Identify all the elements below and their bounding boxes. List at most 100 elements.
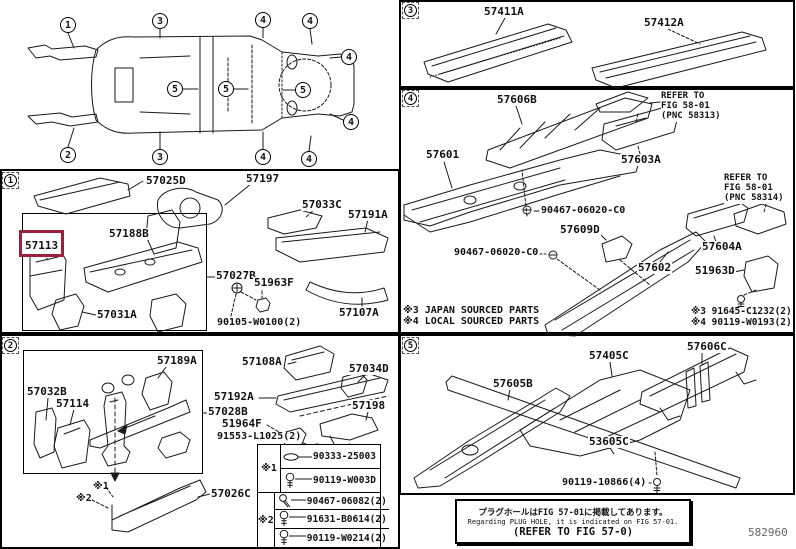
section5-box (399, 334, 795, 495)
refer2-line2: FIG 58-01 (724, 182, 773, 193)
overview-callout-4b: 4 (302, 13, 318, 29)
section3-number: 3 (404, 4, 417, 17)
refer1-line3: (PNC 58313) (661, 110, 721, 121)
part-label-57197[interactable]: 57197 (245, 172, 281, 185)
part-label-57189a[interactable]: 57189A (156, 354, 198, 367)
table-row: 90333-25003 (281, 445, 380, 468)
part-label-57605b[interactable]: 57605B (492, 377, 534, 390)
overview-callout-5a: 5 (167, 81, 183, 97)
section1-marker: 1 (2, 172, 19, 189)
mark-ref-2: ※2 (76, 493, 92, 504)
part-label-57113[interactable]: 57113 (25, 239, 59, 252)
part-label-51963f[interactable]: 51963F (253, 276, 295, 289)
section5-drawing (413, 347, 757, 494)
section2-marker: 2 (2, 337, 19, 354)
part-label-57026c[interactable]: 57026C (210, 487, 252, 500)
bolt-icon (277, 529, 307, 547)
screw-icon (277, 493, 307, 509)
part-label-57033c[interactable]: 57033C (301, 198, 343, 211)
part-label-51963d[interactable]: 51963D (694, 264, 736, 277)
overview-callout-4e: 4 (255, 149, 271, 165)
section2-number: 2 (4, 339, 17, 352)
part-label-57025d[interactable]: 57025D (145, 174, 187, 187)
plug-hole-note-box: プラグホールはFIG 57-01に掲載してあります。 Regarding PLU… (455, 499, 691, 544)
part-label-57108a[interactable]: 57108A (241, 355, 283, 368)
fastener-part-number[interactable]: 90467-06082(2) (306, 495, 387, 507)
note-line-japanese: プラグホールはFIG 57-01に掲載してあります。 (478, 507, 668, 518)
overview-drawing (27, 27, 355, 152)
part-label-90119-10866[interactable]: 90119-10866(4) (561, 477, 648, 489)
footnote-local-sourced: ※4 LOCAL SOURCED PARTS (403, 316, 540, 327)
part-label-57411a[interactable]: 57411A (483, 5, 525, 18)
section3-marker: 3 (402, 2, 419, 19)
clip-icon (283, 450, 313, 464)
overview-callout-4c: 4 (341, 49, 357, 65)
part-label-90467-top[interactable]: 90467-06020-C0 (540, 205, 627, 217)
document-number: 582960 (748, 526, 788, 539)
fastener-group-2-mark: ※2 (258, 493, 275, 547)
part-label-57034d[interactable]: 57034D (348, 362, 390, 375)
part-label-57192a[interactable]: 57192A (213, 390, 255, 403)
refer1-line2: FIG 58-01 (661, 100, 710, 111)
part-label-51964f[interactable]: 51964F (221, 417, 263, 430)
refer2-line1: REFER TO (724, 173, 768, 183)
overview-callout-2: 2 (60, 147, 76, 163)
fastener-part-number[interactable]: 91631-B0614(2) (306, 513, 387, 525)
fastener-group-1: ※1 90333-25003 90119-W003D (258, 445, 380, 492)
part-label-91553-l1025[interactable]: 91553-L1025(2) (216, 431, 303, 443)
table-row: 90467-06082(2) (275, 493, 389, 509)
part-label-57107a[interactable]: 57107A (338, 306, 380, 319)
part-label-90105-w0100[interactable]: 90105-W0100(2) (216, 317, 303, 329)
note-line-english: Regarding PLUG HOLE, it is indicated on … (467, 517, 679, 526)
fastener-part-number[interactable]: 90119-W0214(2) (306, 532, 387, 544)
part-label-57028b[interactable]: 57028B (207, 405, 249, 418)
part-label-57027b[interactable]: 57027B (215, 269, 257, 282)
section4-box (399, 88, 795, 334)
overview-callout-4a: 4 (255, 12, 271, 28)
refer1-line1: REFER TO (661, 91, 705, 101)
overview-callout-3a: 3 (152, 13, 168, 29)
part-label-90119-w0193[interactable]: ※4 90119-W0193(2) (690, 317, 793, 328)
part-label-57031a[interactable]: 57031A (96, 308, 138, 321)
fastener-part-number[interactable]: 90119-W003D (313, 475, 376, 486)
section1-number: 1 (4, 174, 17, 187)
selected-part-highlight: 57113 (19, 230, 65, 257)
fastener-part-number[interactable]: 90333-25003 (313, 451, 376, 462)
part-label-57606c[interactable]: 57606C (686, 340, 728, 353)
fastener-table: ※1 90333-25003 90119-W003D ※2 (257, 444, 389, 548)
section1-subassembly-box (22, 213, 207, 331)
part-label-57602[interactable]: 57602 (637, 261, 673, 274)
overview-callout-1: 1 (60, 17, 76, 33)
section5-number: 5 (404, 339, 417, 352)
part-label-57032b[interactable]: 57032B (26, 385, 68, 398)
part-label-57114[interactable]: 57114 (55, 397, 91, 410)
part-label-53605c[interactable]: 53605C (588, 435, 630, 448)
mark-ref-1: ※1 (93, 481, 109, 492)
section3-drawing (423, 17, 767, 89)
part-label-57198[interactable]: 57198 (351, 399, 387, 412)
section4-marker: 4 (402, 90, 419, 107)
part-label-57604a[interactable]: 57604A (701, 240, 743, 253)
part-label-57412a[interactable]: 57412A (643, 16, 685, 29)
part-label-91645-c1232[interactable]: ※3 91645-C1232(2) (690, 306, 793, 317)
overview-callout-4f: 4 (301, 151, 317, 167)
part-label-57405c[interactable]: 57405C (588, 349, 630, 362)
fastener-group-1-mark: ※1 (258, 445, 281, 492)
part-label-57188b[interactable]: 57188B (108, 227, 150, 240)
overview-callout-5c: 5 (295, 82, 311, 98)
overview-callout-5b: 5 (218, 81, 234, 97)
table-row: 90119-W003D (281, 468, 380, 492)
part-label-90467-mid[interactable]: 90467-06020-C0 (453, 247, 540, 259)
part-label-57601[interactable]: 57601 (425, 148, 461, 161)
part-label-57609d[interactable]: 57609D (559, 223, 601, 236)
part-label-57191a[interactable]: 57191A (347, 208, 389, 221)
overview-callout-3b: 3 (152, 149, 168, 165)
refer2-line3: (PNC 58314) (724, 192, 784, 203)
table-row: 91631-B0614(2) (274, 509, 389, 528)
part-label-57603a[interactable]: 57603A (620, 153, 662, 166)
section4-number: 4 (404, 92, 417, 105)
footnote-japan-sourced: ※3 JAPAN SOURCED PARTS (403, 305, 540, 316)
part-label-57606b[interactable]: 57606B (496, 93, 538, 106)
